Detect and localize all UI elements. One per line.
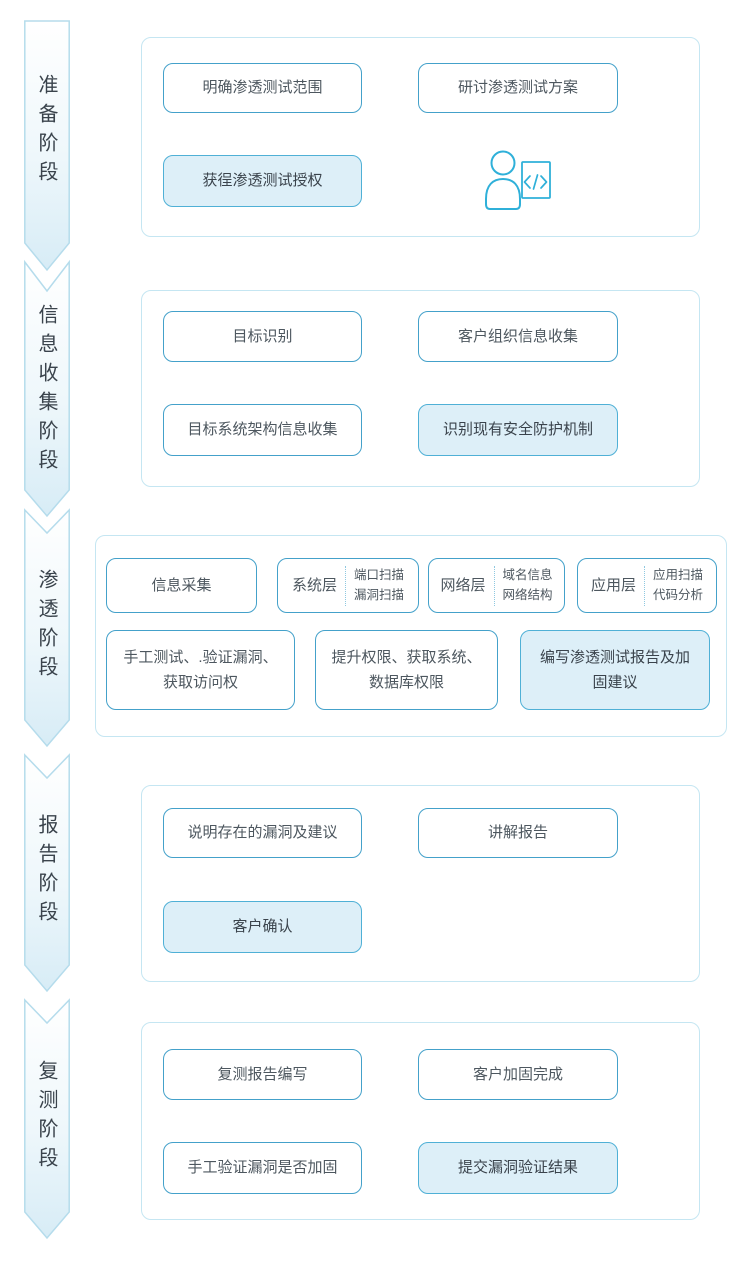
layer-box-system: 系统层 端口扫描 漏洞扫描 xyxy=(277,558,419,613)
person-head-icon xyxy=(490,150,516,176)
step-obtain-authorization: 获徎渗透测试授权 xyxy=(163,155,362,207)
phase-arrow-penetration xyxy=(24,508,70,748)
phase-label-retest: 复测阶段 xyxy=(35,1059,57,1176)
phase-arrow-preparation xyxy=(24,20,70,272)
step-manual-test-verify-vulns: 手工测试、.验证漏洞、获取访问权 xyxy=(106,630,295,710)
step-manual-verify-hardening: 手工验证漏洞是否加固 xyxy=(163,1142,362,1194)
layer-item-app-scan: 应用扫描 xyxy=(653,568,704,583)
dotted-divider xyxy=(345,565,346,606)
layer-item-port-scan: 端口扫描 xyxy=(354,568,405,583)
step-present-report: 讲解报告 xyxy=(418,808,618,858)
layer-item-code-analysis: 代码分析 xyxy=(653,587,704,602)
code-panel-icon xyxy=(521,161,551,199)
layer-name-network: 网络层 xyxy=(440,576,486,594)
phase-ribbon xyxy=(24,20,70,1240)
person-code-icon xyxy=(478,149,558,211)
phase-arrow-report xyxy=(24,753,70,993)
phase-arrow-info-gathering xyxy=(24,259,70,518)
step-identify-security-mechanisms: 识别现有安全防护机制 xyxy=(418,404,618,456)
step-explain-vulns-suggestions: 说明存在的漏洞及建议 xyxy=(163,808,362,858)
layer-item-network-structure: 网络结构 xyxy=(502,587,553,602)
phase-label-report: 报告阶段 xyxy=(35,813,57,930)
layer-item-domain-info: 域名信息 xyxy=(502,568,553,583)
step-discuss-plan: 研讨渗透测试方案 xyxy=(418,63,618,113)
step-customer-hardening-done: 客户加固完成 xyxy=(418,1049,618,1100)
step-privilege-escalation: 提升权限、获取系统、数据库权限 xyxy=(315,630,498,710)
layer-box-application: 应用层 应用扫描 代码分析 xyxy=(577,558,717,613)
dotted-divider xyxy=(644,565,645,606)
step-submit-verification-results: 提交漏洞验证结果 xyxy=(418,1142,618,1194)
step-system-architecture-info: 目标系统架构信息收集 xyxy=(163,404,362,456)
phase-arrow-retest xyxy=(24,998,70,1240)
phase-label-info-gathering: 信息收集阶段 xyxy=(35,303,57,478)
step-info-collection: 信息采集 xyxy=(106,558,257,613)
step-define-scope: 明确渗透测试范围 xyxy=(163,63,362,113)
step-write-pentest-report: 编写渗透测试报告及加固建议 xyxy=(520,630,710,710)
layer-name-application: 应用层 xyxy=(590,576,636,594)
step-customer-org-info: 客户组织信息收集 xyxy=(418,311,618,362)
layer-name-system: 系统层 xyxy=(291,576,337,594)
phase-label-penetration: 渗透阶段 xyxy=(35,568,57,685)
step-target-identification: 目标识别 xyxy=(163,311,362,362)
step-customer-confirmation: 客户确认 xyxy=(163,901,362,953)
person-body-icon xyxy=(485,178,521,210)
layer-box-network: 网络层 域名信息 网络结构 xyxy=(428,558,565,613)
code-brackets-icon xyxy=(523,174,548,190)
phase-label-preparation: 准备阶段 xyxy=(35,74,57,190)
layer-item-vuln-scan: 漏洞扫描 xyxy=(354,587,405,602)
dotted-divider xyxy=(493,565,495,606)
step-retest-report-writing: 复测报告编写 xyxy=(163,1049,362,1100)
